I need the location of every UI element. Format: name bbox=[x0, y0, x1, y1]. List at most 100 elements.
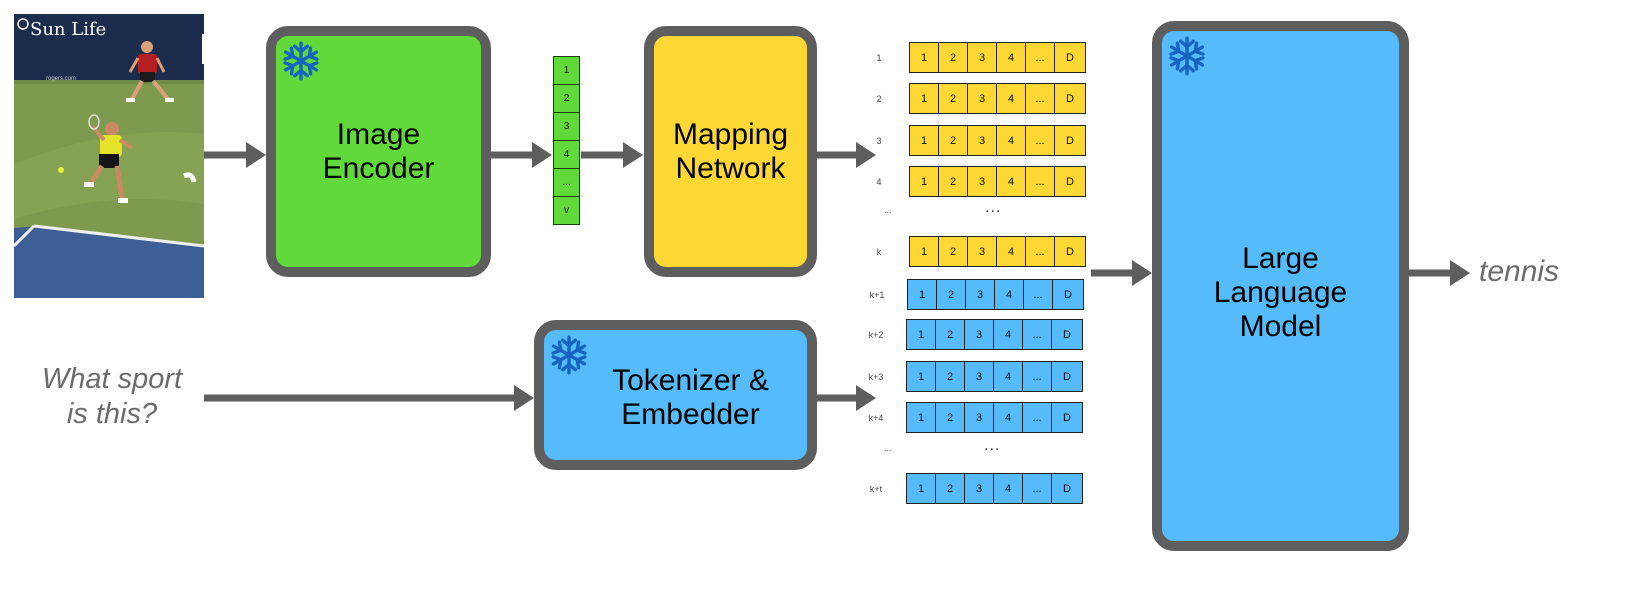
embedding-cell: 2 bbox=[939, 84, 968, 113]
vector-cell: v bbox=[553, 196, 580, 225]
embedding-cell: 4 bbox=[997, 167, 1026, 196]
embedding-cell: D bbox=[1063, 482, 1071, 495]
token-index: 1 bbox=[876, 52, 882, 63]
embedding-cell: ... bbox=[1026, 43, 1055, 72]
embedding-cell: 4 bbox=[997, 126, 1026, 155]
embedding-cell: 2 bbox=[936, 474, 965, 503]
embedding-cell: D bbox=[1064, 288, 1072, 301]
embedding-cell: ... bbox=[1023, 403, 1052, 432]
mapping-network-label: Mapping Network bbox=[672, 117, 789, 185]
embedding-cell: D bbox=[1063, 328, 1071, 341]
token-index: k+2 bbox=[868, 329, 884, 340]
embedding-cell: 3 bbox=[965, 320, 994, 349]
snowflake-icon bbox=[1169, 36, 1205, 76]
embedding-cell: ... bbox=[1026, 84, 1055, 113]
embedding-cell: 1 bbox=[907, 320, 936, 349]
tokenizer-label: Tokenizer & Embedder bbox=[612, 364, 769, 431]
token-index: k bbox=[876, 246, 882, 257]
tennis-photo: Sun Life rogers.com bbox=[14, 14, 204, 298]
embedding-cell: ... bbox=[1026, 237, 1055, 266]
embedding-cell: ... bbox=[1023, 362, 1052, 391]
embedding-cell: ... bbox=[1026, 167, 1055, 196]
embedding-cell: D bbox=[1066, 134, 1074, 147]
image-encoder-label: Image Encoder bbox=[322, 117, 435, 185]
token-index: k+3 bbox=[868, 371, 884, 382]
embedding-cell: D bbox=[1063, 411, 1071, 424]
embedding-cell: 4 bbox=[997, 84, 1026, 113]
embedding-cell: D bbox=[1066, 175, 1074, 188]
token-index: 2 bbox=[876, 93, 882, 104]
vector-cell: 2 bbox=[553, 84, 580, 113]
token-index: 3 bbox=[876, 135, 882, 146]
token-index: k+4 bbox=[868, 412, 884, 423]
image-ellipsis: ... bbox=[985, 199, 1002, 216]
svg-text:rogers.com: rogers.com bbox=[46, 76, 76, 82]
token-index: k+1 bbox=[869, 289, 885, 300]
embedding-cell: D bbox=[1066, 51, 1074, 64]
embedding-cell: 1 bbox=[910, 167, 939, 196]
embedding-cell: 4 bbox=[995, 280, 1024, 309]
embedding-cell: 2 bbox=[939, 43, 968, 72]
embedding-cell: ... bbox=[1023, 320, 1052, 349]
embedding-cell: 3 bbox=[968, 84, 997, 113]
embedding-cell: 1 bbox=[910, 43, 939, 72]
embedding-cell: 1 bbox=[908, 280, 937, 309]
llm-block: Large Language Model bbox=[1152, 21, 1409, 551]
embedding-cell: 1 bbox=[907, 474, 936, 503]
embedding-cell: 1 bbox=[907, 403, 936, 432]
llm-label: Large Language Model bbox=[1213, 242, 1348, 343]
embedding-cell: ... bbox=[1023, 474, 1052, 503]
image-ellipsis-index: ... bbox=[884, 205, 892, 215]
embedding-cell: 3 bbox=[968, 167, 997, 196]
embedding-cell: 3 bbox=[968, 237, 997, 266]
embedding-cell: 4 bbox=[997, 43, 1026, 72]
embedding-cell: 2 bbox=[939, 167, 968, 196]
answer-text: tennis bbox=[1479, 255, 1560, 288]
embedding-cell: 4 bbox=[994, 320, 1023, 349]
embedding-cell: 4 bbox=[994, 403, 1023, 432]
embedding-cell: 2 bbox=[936, 362, 965, 391]
embedding-cell: 2 bbox=[939, 126, 968, 155]
question-text: What sport is this? bbox=[41, 363, 183, 430]
svg-text:Sun Life: Sun Life bbox=[30, 19, 106, 40]
embedding-cell: ... bbox=[1024, 280, 1053, 309]
embedding-cell: 4 bbox=[994, 474, 1023, 503]
snowflake-icon bbox=[551, 335, 587, 375]
image-encoder-block: Image Encoder bbox=[266, 26, 491, 277]
tokenizer-block: Tokenizer & Embedder bbox=[534, 320, 817, 470]
embedding-cell: 3 bbox=[965, 362, 994, 391]
embedding-cell: D bbox=[1066, 92, 1074, 105]
embedding-cell: 4 bbox=[994, 362, 1023, 391]
embedding-cell: D bbox=[1066, 245, 1074, 258]
embedding-cell: 1 bbox=[910, 237, 939, 266]
embedding-cell: 4 bbox=[997, 237, 1026, 266]
text-ellipsis: ... bbox=[984, 437, 1001, 454]
embedding-cell: 2 bbox=[939, 237, 968, 266]
embedding-cell: 2 bbox=[936, 320, 965, 349]
embedding-cell: D bbox=[1063, 370, 1071, 383]
text-ellipsis-index: ... bbox=[884, 443, 892, 453]
embedding-cell: ... bbox=[1026, 126, 1055, 155]
mapping-network-block: Mapping Network bbox=[644, 26, 817, 277]
embedding-cell: 3 bbox=[966, 280, 995, 309]
